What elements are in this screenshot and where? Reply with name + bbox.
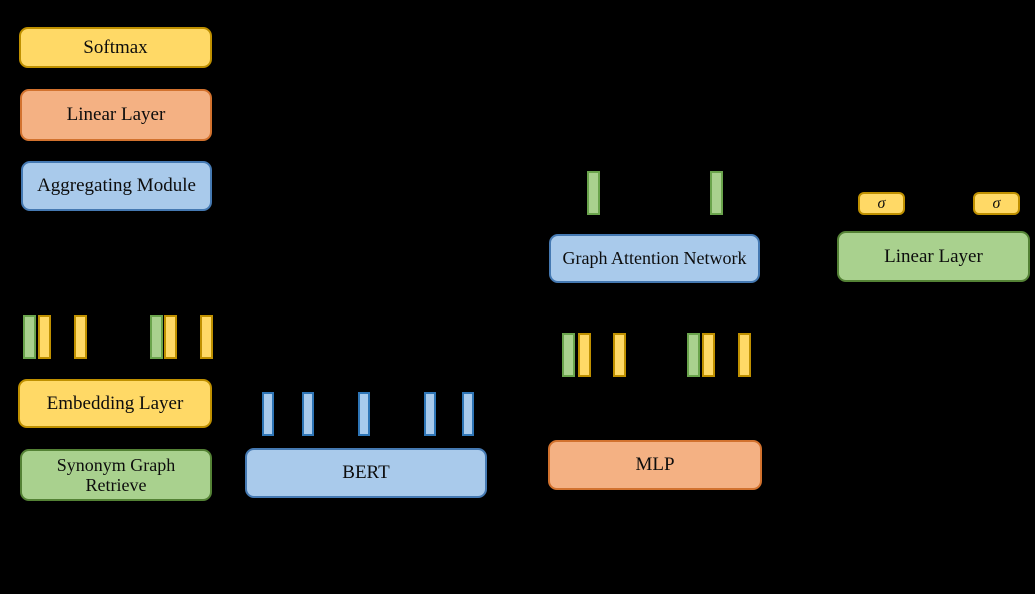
yellow-embedding-bar [738,333,751,377]
aggregating-module-box: Aggregating Module [21,161,212,211]
green-embedding-bar [687,333,700,377]
green-embedding-bar [150,315,163,359]
blue-embedding-bar [424,392,436,436]
green-embedding-bar [587,171,600,215]
graph-attention-network-box: Graph Attention Network [549,234,760,283]
synonym-graph-retrieve-box: Synonym Graph Retrieve [20,449,212,501]
linear-layer-right-box: Linear Layer [837,231,1030,282]
graph-attention-output-bars [587,171,735,215]
yellow-embedding-bar [702,333,715,377]
blue-embedding-bar [358,392,370,436]
linear-layer-left-box: Linear Layer [20,89,212,141]
bert-box: BERT [245,448,487,498]
yellow-embedding-bar [74,315,87,359]
blue-embedding-bar [262,392,274,436]
softmax-box: Softmax [19,27,212,68]
yellow-embedding-bar [38,315,51,359]
yellow-embedding-bar [578,333,591,377]
sigma-gate-left: σ [858,192,905,215]
embedding-output-bars [23,315,213,359]
bert-output-bars [262,392,476,436]
green-embedding-bar [710,171,723,215]
blue-embedding-bar [462,392,474,436]
mlp-box: MLP [548,440,762,490]
mlp-output-bars [562,333,752,377]
yellow-embedding-bar [164,315,177,359]
green-embedding-bar [23,315,36,359]
yellow-embedding-bar [613,333,626,377]
yellow-embedding-bar [200,315,213,359]
sigma-gate-right: σ [973,192,1020,215]
embedding-layer-box: Embedding Layer [18,379,212,428]
green-embedding-bar [562,333,575,377]
blue-embedding-bar [302,392,314,436]
